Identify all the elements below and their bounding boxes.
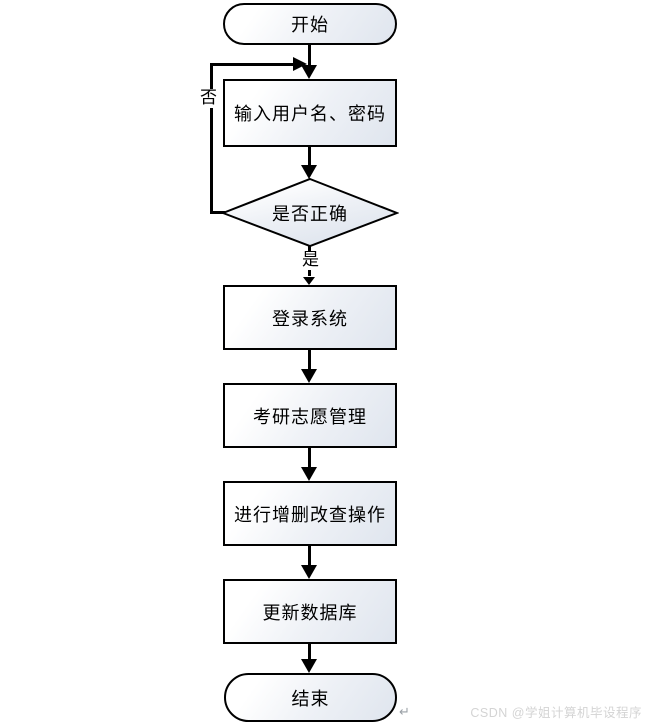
edge-input-decision-line bbox=[308, 147, 311, 167]
node-crud: 进行增删改查操作 bbox=[223, 481, 397, 546]
edge-loop-top-line bbox=[210, 63, 294, 66]
watermark-text: CSDN @学姐计算机毕设程序 bbox=[470, 706, 642, 720]
node-decision: 是否正确 bbox=[220, 177, 400, 248]
node-input: 输入用户名、密码 bbox=[223, 79, 397, 147]
node-update-label: 更新数据库 bbox=[262, 602, 358, 623]
node-login-label: 登录系统 bbox=[272, 308, 348, 329]
node-manage: 考研志愿管理 bbox=[223, 383, 397, 448]
edge-loop-bottom-line bbox=[210, 211, 225, 214]
node-manage-label: 考研志愿管理 bbox=[253, 406, 367, 427]
node-start-label: 开始 bbox=[291, 15, 329, 35]
node-decision-label: 是否正确 bbox=[272, 203, 348, 224]
arrowhead-down-icon bbox=[301, 565, 317, 579]
edge-manage-crud-line bbox=[308, 448, 311, 468]
arrowhead-down-icon bbox=[301, 165, 317, 179]
arrowhead-down-icon bbox=[301, 369, 317, 383]
arrowhead-down-icon bbox=[301, 659, 317, 673]
arrowhead-down-icon bbox=[303, 277, 315, 285]
edge-update-end-line bbox=[308, 644, 311, 660]
edge-start-input-line bbox=[308, 45, 311, 66]
edge-login-manage-line bbox=[308, 350, 311, 370]
node-end-label: 结束 bbox=[291, 688, 330, 709]
node-crud-label: 进行增删改查操作 bbox=[234, 504, 386, 525]
edge-label-yes: 是 bbox=[301, 250, 320, 270]
node-update: 更新数据库 bbox=[223, 579, 397, 644]
arrowhead-right-icon bbox=[293, 57, 307, 71]
paragraph-return-mark: ↵ bbox=[399, 704, 410, 719]
edge-crud-update-line bbox=[308, 546, 311, 566]
node-input-label: 输入用户名、密码 bbox=[234, 104, 386, 124]
node-end: 结束 bbox=[224, 673, 397, 722]
node-start: 开始 bbox=[223, 3, 397, 45]
arrowhead-down-icon bbox=[301, 467, 317, 481]
edge-label-no: 否 bbox=[199, 88, 218, 108]
node-login: 登录系统 bbox=[223, 285, 397, 350]
edge-loop-vertical-line bbox=[210, 63, 213, 214]
